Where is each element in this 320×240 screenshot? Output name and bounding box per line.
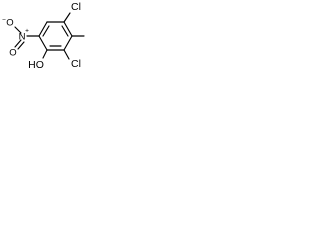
- ring-double-bond-a-b-inner: [61, 25, 69, 37]
- bond-to-cl-top: [63, 12, 71, 23]
- ring-bond-d-e: [38, 35, 48, 51]
- ring-double-bond-e-f-inner: [42, 25, 50, 37]
- atom-cl-top: Cl: [71, 1, 81, 13]
- bond-to-hydroxyl: [42, 49, 48, 59]
- atom-nitro-o-single: O: [6, 18, 13, 29]
- benzene-ring: [38, 21, 73, 51]
- bond-nitro-n-o-single: [14, 26, 22, 34]
- charge-nitro-n: +: [25, 28, 29, 35]
- atom-cl-bottom: Cl: [71, 58, 81, 70]
- ring-bond-b-c: [63, 35, 73, 51]
- atom-hydroxyl: HO: [28, 59, 44, 71]
- atom-nitro-o-double: O: [9, 48, 16, 59]
- ring-bond-e-f: [38, 21, 48, 37]
- atom-nitro-n: N: [19, 32, 26, 43]
- molecule-structure-diagram: Cl Cl HO N + O − O: [2, 1, 85, 71]
- ring-bond-a-b: [63, 21, 73, 37]
- bond-to-cl-bottom: [63, 49, 70, 60]
- bond-nitro-n-o-double-b: [17, 41, 25, 50]
- charge-nitro-o: −: [2, 17, 6, 24]
- bond-nitro-n-o-double-a: [14, 39, 22, 48]
